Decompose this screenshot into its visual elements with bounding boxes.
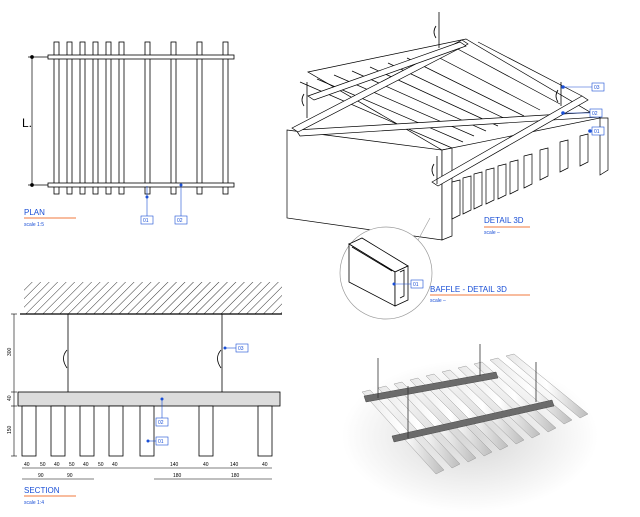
section-title: SECTION	[24, 486, 60, 495]
detail-3d-callout-02-text: 02	[592, 111, 598, 117]
section-horizontal-dimensions	[22, 467, 272, 480]
detail-3d-title: DETAIL 3D	[484, 216, 524, 225]
section-leader-dot	[223, 346, 227, 350]
plan-title: PLAN	[24, 208, 45, 217]
detail-3d-hangers	[301, 12, 562, 184]
baffle-title: BAFFLE - DETAIL 3D	[430, 285, 507, 294]
plan-length-dimension	[28, 55, 48, 187]
render-baffles	[361, 353, 589, 475]
detail-3d-callout-03-text: 03	[594, 85, 600, 91]
section-hdim: 140	[230, 462, 239, 468]
section-hdim: 40	[203, 462, 209, 468]
baffle-callout-box	[410, 279, 424, 289]
plan-baffles	[53, 41, 229, 195]
section-callout-01-box	[155, 436, 169, 446]
section-callout-01: 01	[158, 439, 164, 445]
section-hdim: 50	[40, 462, 46, 468]
section-hdim: 180	[231, 473, 240, 479]
section-callout-03: 03	[238, 346, 244, 352]
plan-callout-01: 01	[143, 218, 149, 224]
baffle-zoom-connector	[417, 217, 431, 241]
section-baffles	[21, 405, 273, 457]
section-dims-top: 40 50 40 50 40 50 40 140 40 140 40	[24, 462, 268, 468]
section-view: 300 40 150 40 50 40 50 40 50 40 140 40 1…	[7, 282, 282, 506]
section-ceiling-slab	[24, 282, 282, 314]
plan-carriers	[47, 54, 235, 188]
section-scale: scale 1:4	[24, 500, 44, 506]
detail-3d-baffles	[286, 38, 609, 241]
section-hdim: 180	[173, 473, 182, 479]
section-hdim: 90	[38, 473, 44, 479]
plan-callout-02: 02	[177, 218, 183, 224]
section-callout-03-box	[235, 343, 249, 353]
section-hdim: 50	[69, 462, 75, 468]
section-leader-dot	[160, 397, 164, 401]
render-carriers	[363, 371, 555, 443]
baffle-scale: scale –	[430, 298, 446, 304]
detail-3d-scale: scale –	[484, 230, 500, 236]
baffle-callout-text: 01	[413, 282, 419, 288]
section-dim-300: 300	[7, 347, 13, 356]
plan-leader-02: 02	[174, 183, 188, 225]
detail-3d-callout-01: 01	[591, 126, 605, 136]
section-callout-02-box	[155, 417, 169, 427]
detail-3d-leaders	[561, 85, 596, 133]
section-dims-bottom: 90 90 180 180	[38, 473, 240, 479]
section-hdim: 140	[170, 462, 179, 468]
plan-leader-01: 01	[140, 186, 154, 225]
plan-length-label: L.	[22, 116, 32, 130]
section-dim-40: 40	[7, 395, 13, 401]
section-hdim: 40	[54, 462, 60, 468]
baffle-profile	[348, 237, 409, 307]
detail-3d-callout-01-text: 01	[594, 129, 600, 135]
section-callout-02: 02	[158, 420, 164, 426]
detail-3d-callout-03: 03	[591, 82, 605, 92]
baffle-leader-dot	[392, 282, 396, 286]
render-3d-view	[342, 344, 598, 512]
section-leader-dot	[146, 439, 150, 443]
section-hdim: 40	[112, 462, 118, 468]
section-hangers	[63, 314, 223, 392]
baffle-detail-view: 01 BAFFLE - DETAIL 3D scale –	[339, 217, 530, 320]
section-hdim: 40	[24, 462, 30, 468]
section-hdim: 50	[98, 462, 104, 468]
plan-view: L. 01 02 PLAN scale 1:5	[22, 41, 235, 228]
section-hdim: 90	[67, 473, 73, 479]
detail-3d-view: 03 02 01 DETAIL 3D scale –	[286, 12, 609, 241]
section-carrier	[17, 391, 281, 407]
section-dim-150: 150	[7, 425, 13, 434]
detail-3d-carriers	[291, 39, 601, 187]
plan-scale: scale 1:5	[24, 222, 44, 228]
detail-3d-callout-02: 02	[589, 108, 603, 118]
render-hangers	[377, 344, 537, 438]
section-hdim: 40	[262, 462, 268, 468]
section-vertical-dimension	[11, 313, 17, 457]
section-hdim: 40	[83, 462, 89, 468]
